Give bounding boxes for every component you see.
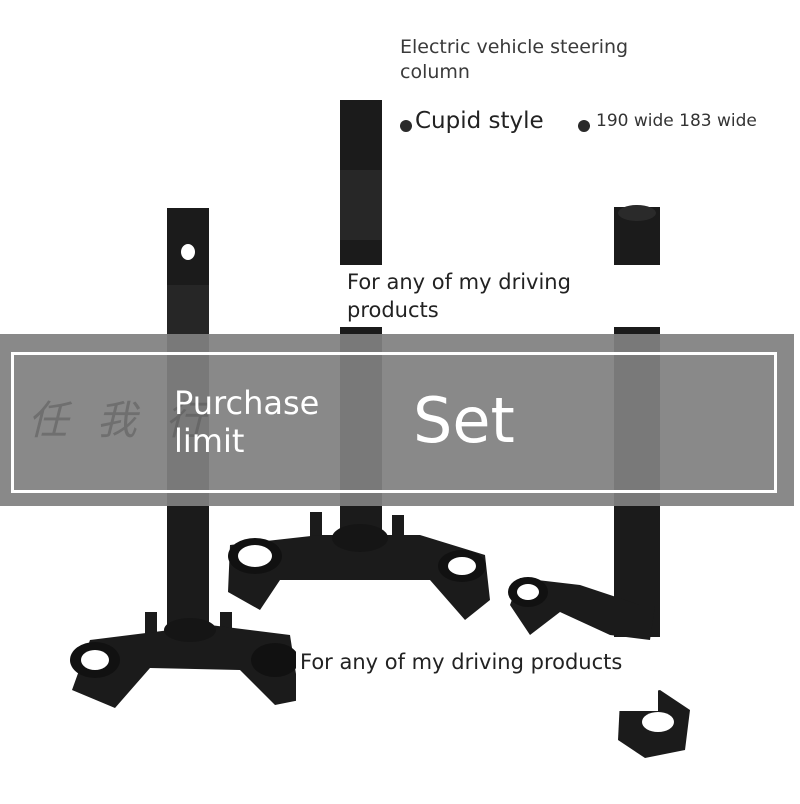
style-label: Cupid style <box>415 108 544 134</box>
purchase-limit-label: Purchase limit <box>174 384 320 460</box>
purchase-limit-value: Set <box>413 384 515 457</box>
product-title: Electric vehicle steering column <box>400 36 629 83</box>
compatibility-note-text: For any of my driving products <box>347 270 571 322</box>
banner-frame <box>11 352 777 493</box>
purchase-banner <box>0 334 794 506</box>
width-label: 190 wide 183 wide <box>596 111 757 131</box>
bullet-icon <box>578 120 590 132</box>
compatibility-note-top: For any of my driving products <box>340 265 662 327</box>
left-steering-column <box>70 208 300 708</box>
watermark-glyph: 任 我 行 <box>28 398 214 444</box>
compatibility-note-text: For any of my driving products <box>300 650 623 674</box>
compatibility-note-bottom: For any of my driving products <box>296 643 658 711</box>
bullet-icon <box>400 120 412 132</box>
